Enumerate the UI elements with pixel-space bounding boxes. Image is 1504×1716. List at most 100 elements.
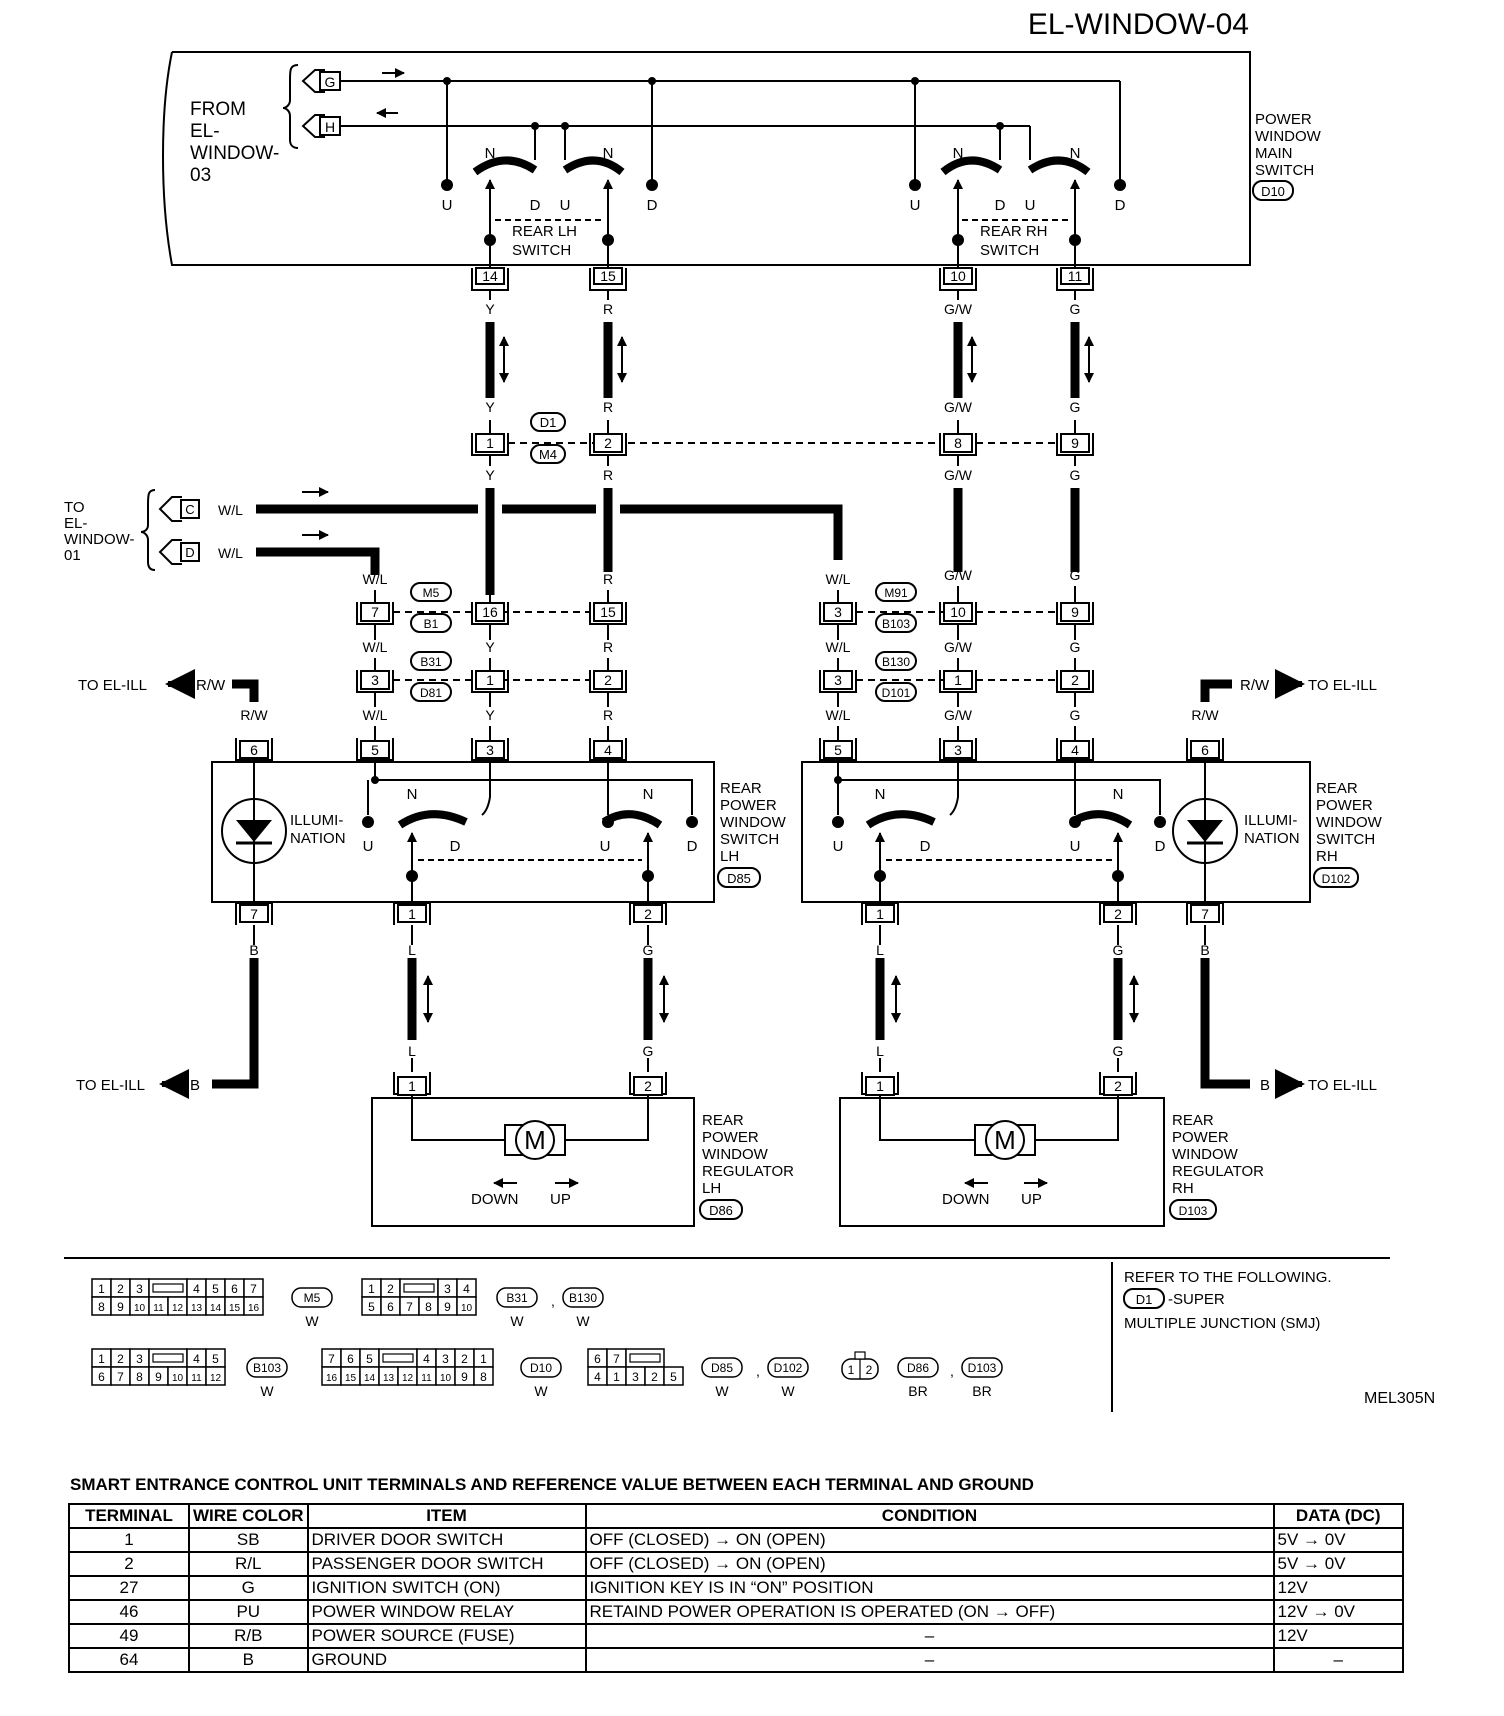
wire-label-g: G (1113, 942, 1124, 958)
to-el-ill-label: TO EL-ILL (1308, 677, 1377, 694)
smj-reference-note: REFER TO THE FOLLOWING. D1 -SUPER MULTIP… (1123, 1269, 1332, 1332)
smj-d1-m4: 1 2 8 9 D1 M4 (471, 412, 1094, 464)
down-label: DOWN (942, 1191, 990, 1208)
pin: 9 (1071, 604, 1079, 620)
cell-data: – (1272, 1647, 1404, 1673)
lh-regulator-code: D86 (709, 1203, 733, 1218)
connector-pin: 12 (210, 1373, 222, 1384)
pin: 6 (250, 742, 258, 758)
connector-code: B31 (506, 1291, 528, 1305)
connector-pin: 1 (98, 1282, 105, 1296)
pin: 1 (876, 906, 884, 922)
cell-terminal: 49 (68, 1623, 190, 1649)
n-letter: N (953, 145, 964, 162)
power-window-main-switch: POWER WINDOW MAIN SWITCH D10 (162, 51, 1322, 266)
lh-switch-code: D85 (727, 871, 751, 886)
rh-regulator-label-5: RH (1172, 1180, 1194, 1197)
wire-label-g: G (643, 1043, 654, 1059)
connector-pin: 16 (248, 1303, 260, 1314)
cell-wire-color: G (188, 1575, 309, 1601)
rh-regulator-label-1: REAR (1172, 1112, 1214, 1129)
rh-switch-label-5: RH (1316, 848, 1338, 865)
d-letter: D (530, 197, 541, 214)
top-bus-lines (340, 80, 1121, 270)
d-letter: D (995, 197, 1006, 214)
connector-pin: 8 (480, 1370, 487, 1384)
connector-pin: 14 (364, 1373, 376, 1384)
wire-label-rw: R/W (1240, 677, 1270, 694)
rear-power-window-switch-lh: 6 5 3 4 7 1 2 ILLUMI- NATION (211, 738, 787, 925)
main-switch-contacts (472, 156, 1091, 240)
connector-pin: 7 (406, 1300, 413, 1314)
connector-code: D10 (530, 1361, 552, 1375)
lh-switch-label-5: LH (720, 848, 739, 865)
lh-switch-label-2: POWER (720, 797, 777, 814)
pin: 1 (486, 435, 494, 451)
connector-code: D103 (968, 1361, 997, 1375)
cell-condition: – (584, 1647, 1275, 1673)
u-letter: U (363, 838, 374, 855)
connector-color: W (534, 1383, 548, 1399)
connector-pin: 8 (425, 1300, 432, 1314)
table-row: 46 PU POWER WINDOW RELAY RETAIND POWER O… (68, 1599, 1404, 1625)
main-switch-label-3: MAIN (1255, 145, 1293, 162)
connector-pin: 3 (632, 1370, 639, 1384)
pin: 5 (834, 742, 842, 758)
upper-wires (485, 290, 1094, 595)
wire-label-gw: G/W (944, 707, 973, 723)
main-switch-code: D10 (1261, 184, 1285, 199)
wire-label-g: G (1070, 707, 1081, 723)
col-condition: CONDITION (584, 1503, 1275, 1529)
wire-label-b: B (1260, 1077, 1270, 1094)
table-row: 1 SB DRIVER DOOR SWITCH OFF (CLOSED) → O… (68, 1527, 1404, 1553)
wire-label-y: Y (485, 301, 495, 317)
table-row: 27 G IGNITION SWITCH (ON) IGNITION KEY I… (68, 1575, 1404, 1601)
to-label-3: WINDOW- (64, 531, 135, 548)
motor-icon: M (524, 1125, 546, 1155)
cell-wire-color: SB (188, 1527, 309, 1553)
wire-label-r: R (603, 707, 613, 723)
motor-icon: M (994, 1125, 1016, 1155)
cell-data: 12V → 0V (1272, 1599, 1404, 1625)
wire-label-gw: G/W (944, 639, 973, 655)
cell-wire-color: R/L (188, 1551, 309, 1577)
pin: 1 (954, 672, 962, 688)
separator-comma: , (551, 1293, 555, 1309)
cell-condition: – (584, 1623, 1275, 1649)
connector-pin: 5 (212, 1352, 219, 1366)
cell-data: 12V (1272, 1575, 1404, 1601)
rear-rh-switch-label-2: SWITCH (980, 242, 1039, 259)
wire-label-rw: R/W (196, 677, 226, 694)
cell-terminal: 64 (68, 1647, 190, 1673)
connector-pin: 8 (98, 1300, 105, 1314)
u-letter: U (910, 197, 921, 214)
pin: 3 (834, 672, 842, 688)
wire-label-b: B (1200, 942, 1209, 958)
connector-pin: 11 (421, 1373, 432, 1384)
u-letter: U (600, 838, 611, 855)
reference-line-2: -SUPER (1168, 1291, 1225, 1308)
wire-label-rw: R/W (1191, 707, 1219, 723)
pin: 1 (876, 1078, 884, 1094)
middle-wire-labels: W/L Y R W/L G/W G W/L Y R W/L G/W G W/L … (363, 567, 1081, 723)
connector-pin: 1 (848, 1363, 855, 1377)
wire-label-l: L (408, 942, 416, 958)
connector-pin: 9 (155, 1370, 162, 1384)
connector-pin: 11 (191, 1373, 202, 1384)
lh-regulator-label-5: LH (702, 1180, 721, 1197)
connector-pin: 4 (423, 1352, 430, 1366)
up-label: UP (1021, 1191, 1042, 1208)
wire-label-l: L (408, 1043, 416, 1059)
wire-label-wl: W/L (363, 707, 388, 723)
rh-regulator-code: D103 (1179, 1204, 1208, 1218)
pin: 10 (950, 604, 966, 620)
cell-item: PASSENGER DOOR SWITCH (306, 1551, 587, 1577)
rh-regulator-label-3: WINDOW (1172, 1146, 1239, 1163)
cell-item: GROUND (306, 1647, 587, 1673)
rh-switch-code: D102 (1322, 872, 1351, 886)
n-letter: N (875, 786, 886, 803)
pin: 15 (600, 604, 616, 620)
connector-code: B130 (569, 1291, 597, 1305)
